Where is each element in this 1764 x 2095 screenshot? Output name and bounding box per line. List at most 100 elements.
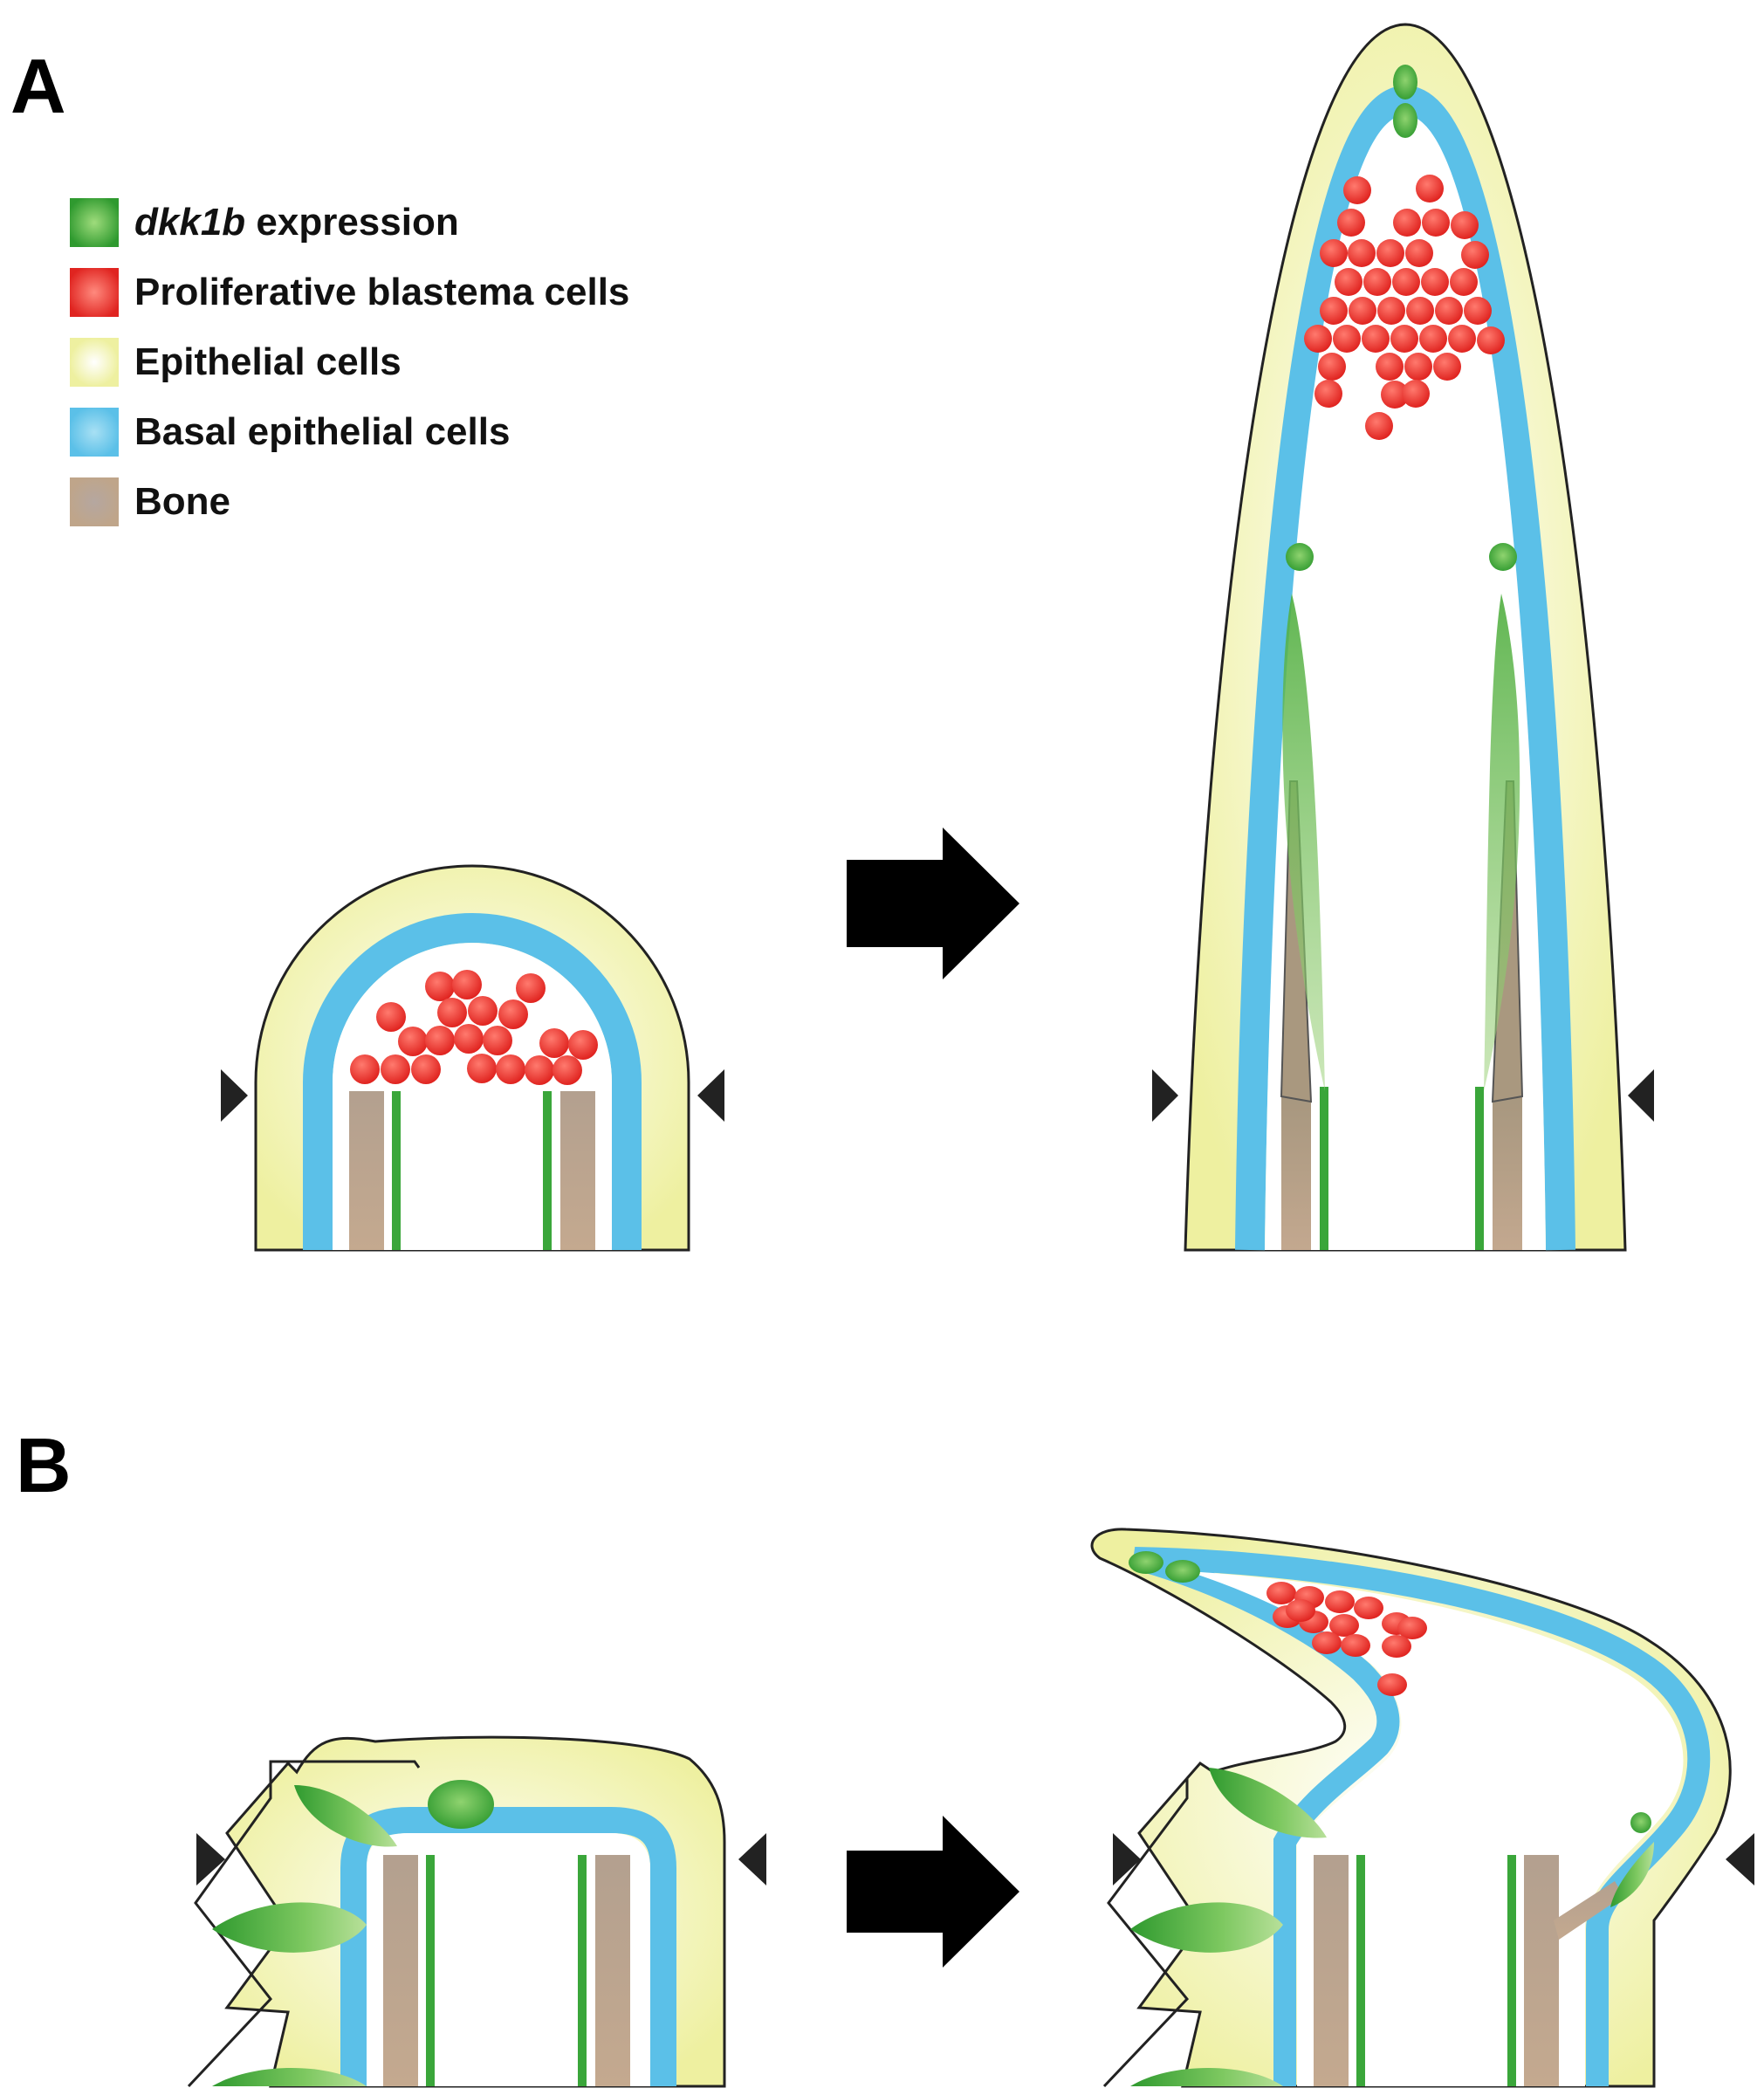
- blastema-cell: [411, 1054, 441, 1084]
- legend-item-dkk1b: dkk1b expression: [70, 188, 629, 258]
- legend-swatch-basal: [70, 408, 119, 457]
- basal-layer-a-left: [303, 913, 642, 1250]
- dkk1b-elongated-a-right-1: [1282, 594, 1325, 1091]
- dkk1b-tip-a-right-1: [1393, 65, 1417, 100]
- blastema-cell: [454, 1024, 484, 1054]
- bone-b-right-1: [1314, 1855, 1349, 2086]
- legend-label-basal: Basal epithelial cells: [134, 410, 511, 453]
- blastema-cell: [525, 1055, 554, 1085]
- panel-a-early-regenerate: [221, 864, 724, 1252]
- legend: dkk1b expression Proliferative blastema …: [70, 188, 629, 537]
- blastema-cell: [483, 1026, 512, 1055]
- arrow-a: [847, 828, 1019, 979]
- dkk1b-line-a-right-2: [1475, 1087, 1484, 1250]
- blastema-cell: [1354, 1597, 1383, 1619]
- regenerated-bone-a-right-1: [1281, 1096, 1311, 1250]
- dkk1b-line-b-left-1: [426, 1855, 435, 2086]
- blastema-cell: [1419, 325, 1447, 353]
- dkk1b-line-b-left-2: [578, 1855, 587, 2086]
- bone-b-left-2: [595, 1855, 630, 2086]
- amputation-marker-left: [196, 1833, 225, 1886]
- blastema-cell: [496, 1054, 525, 1084]
- panel-label-b: B: [16, 1422, 72, 1508]
- blastema-cell: [1392, 268, 1420, 296]
- dkk1b-leaf-b-left-2: [212, 1902, 367, 1953]
- blastema-cell: [1304, 325, 1332, 353]
- blastema-cell: [1335, 268, 1362, 296]
- dkk1b-line-b-right-2: [1507, 1855, 1516, 2086]
- blastema-cell: [1433, 353, 1461, 381]
- blastema-cell: [1266, 1582, 1296, 1604]
- blastema-cluster-a-left: [350, 970, 598, 1085]
- legend-label-epithelial: Epithelial cells: [134, 340, 402, 383]
- blastema-cell: [1435, 297, 1463, 325]
- legend-swatch-bone: [70, 477, 119, 526]
- blastema-cell: [1405, 239, 1433, 267]
- basal-layer-a-right: [1235, 85, 1575, 1251]
- legend-item-epithelial: Epithelial cells: [70, 327, 629, 397]
- legend-item-basal: Basal epithelial cells: [70, 397, 629, 467]
- blastema-cluster-a-right: [1304, 175, 1505, 440]
- dkk1b-line-b-right-1: [1356, 1855, 1365, 2086]
- blastema-cell: [498, 999, 528, 1029]
- dkk1b-leaf-b-left-1: [294, 1785, 397, 1847]
- blastema-cell: [516, 973, 546, 1003]
- damage-outline-b-left-top: [269, 1760, 421, 1778]
- blastema-cell: [381, 1054, 410, 1084]
- blastema-cell: [468, 996, 498, 1026]
- blastema-cell: [553, 1055, 582, 1085]
- dkk1b-line-a-left-2: [543, 1091, 552, 1250]
- amputation-marker-right: [1628, 1069, 1654, 1122]
- blastema-cell: [1320, 297, 1348, 325]
- amputation-marker-right: [697, 1069, 724, 1122]
- blastema-cell: [539, 1028, 569, 1058]
- amputation-marker-left: [1152, 1069, 1178, 1122]
- dkk1b-tip-b-right-1: [1129, 1551, 1163, 1574]
- blastema-cell: [1376, 353, 1404, 381]
- blastema-cell: [425, 972, 455, 1001]
- blastema-cell: [1314, 380, 1342, 408]
- blastema-cell: [1390, 325, 1418, 353]
- blastema-cell: [1421, 268, 1449, 296]
- blastema-cell: [1402, 380, 1430, 408]
- legend-label-dkk1b: dkk1b expression: [134, 201, 459, 244]
- panel-b-late-regenerate: [1090, 1528, 1754, 2088]
- blastema-cell: [1320, 239, 1348, 267]
- legend-swatch-epithelial: [70, 338, 119, 387]
- blastema-cell: [1393, 209, 1421, 237]
- bone-b-right-2: [1524, 1855, 1559, 2086]
- blastema-cluster-b-right: [1266, 1582, 1427, 1696]
- dkk1b-leaf-b-right-3: [1130, 2068, 1283, 2086]
- blastema-cell: [1404, 353, 1432, 381]
- dkk1b-tip-a-right-2: [1393, 103, 1417, 138]
- panel-a-late-regenerate: [1152, 23, 1654, 1252]
- dkk1b-dot-a-right-1: [1286, 543, 1314, 571]
- blastema-cell: [1464, 297, 1492, 325]
- blastema-cell: [1325, 1590, 1355, 1613]
- dkk1b-elongated-a-right-2: [1484, 594, 1520, 1091]
- blastema-cell: [1406, 297, 1434, 325]
- legend-label-bone: Bone: [134, 480, 230, 523]
- blastema-cell: [1416, 175, 1444, 203]
- dkk1b-dot-a-right-2: [1489, 543, 1517, 571]
- dkk1b-leaf-b-left-3: [212, 2068, 367, 2086]
- blastema-cell: [437, 998, 467, 1027]
- blastema-cell: [1333, 325, 1361, 353]
- blastema-cell: [568, 1030, 598, 1060]
- blastema-cell: [398, 1027, 428, 1056]
- dkk1b-line-a-right-1: [1320, 1087, 1328, 1250]
- bone-b-left-1: [383, 1855, 418, 2086]
- dkk1b-leaf-b-right-4: [1610, 1842, 1654, 1907]
- blastema-cell: [1376, 239, 1404, 267]
- amputation-marker-right: [738, 1833, 766, 1886]
- blastema-cell: [425, 1026, 455, 1055]
- inner-core-b-right: [1187, 1571, 1684, 2086]
- basal-layer-b-left: [340, 1807, 676, 2086]
- dkk1b-leaf-b-right-2: [1130, 1902, 1283, 1953]
- blastema-cell: [1329, 1614, 1359, 1637]
- amputation-marker-left: [221, 1069, 248, 1122]
- blastema-cell: [1382, 1635, 1411, 1658]
- blastema-cell: [1365, 412, 1393, 440]
- amputation-marker-right: [1726, 1833, 1754, 1886]
